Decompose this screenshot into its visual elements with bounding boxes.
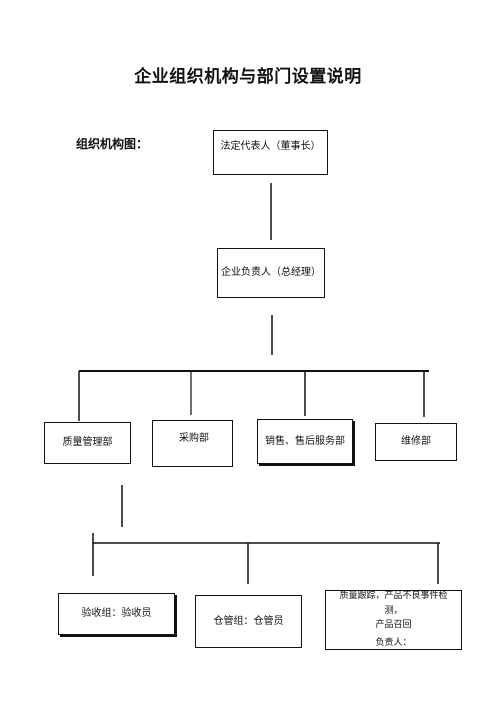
node-purchasing-dept-label: 采购部 [179, 433, 209, 444]
node-quality-tracking-line1: 质量跟踪，产品不良事件检测， [339, 591, 448, 616]
node-quality-tracking-line2: 产品召回 [375, 620, 412, 630]
node-warehouse-group: 仓管组：仓管员 [195, 595, 302, 648]
node-maintenance-dept: 维修部 [375, 423, 457, 461]
node-chairman-label: 法定代表人（董事长） [220, 141, 321, 152]
node-quality-tracking-line3: 负责人： [375, 638, 412, 649]
node-warehouse-group-label: 仓管组：仓管员 [213, 615, 284, 627]
node-sales-service-dept: 销售、售后服务部 [257, 419, 353, 464]
section-label: 组织机构图： [76, 137, 149, 151]
node-quality-dept-label: 质量管理部 [62, 437, 113, 448]
page-title: 企业组织机构与部门设置说明 [134, 67, 362, 87]
node-sales-service-dept-label: 销售、售后服务部 [265, 435, 345, 447]
node-quality-dept: 质量管理部 [44, 422, 131, 464]
node-quality-tracking: 质量跟踪，产品不良事件检测， 产品召回 负责人： [325, 590, 462, 650]
node-general-manager: 企业负责人（总经理） [217, 248, 325, 298]
node-acceptance-group-label: 验收组：验收员 [81, 608, 152, 619]
node-purchasing-dept: 采购部 [152, 420, 233, 467]
node-acceptance-group: 验收组：验收员 [58, 593, 175, 635]
node-chairman: 法定代表人（董事长） [213, 130, 328, 175]
node-general-manager-label: 企业负责人（总经理） [221, 267, 321, 278]
node-maintenance-dept-label: 维修部 [401, 436, 431, 447]
